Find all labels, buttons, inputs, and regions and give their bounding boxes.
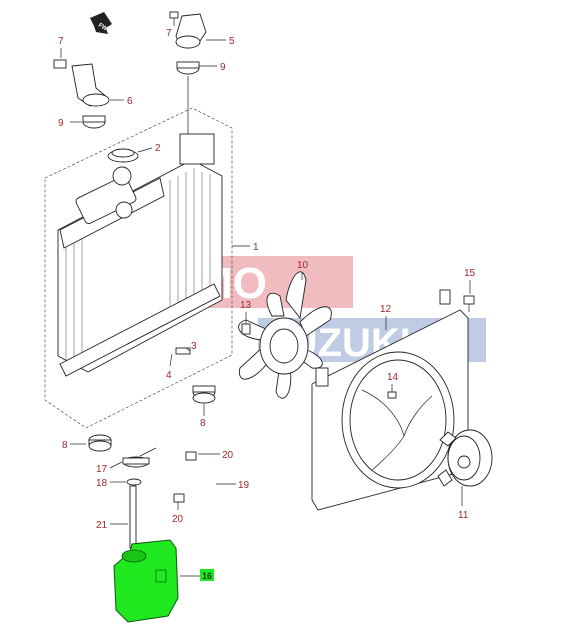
reservoir-tank: 16: [113, 539, 214, 623]
callout-14: 14: [387, 372, 399, 383]
callout-1: 1: [253, 242, 259, 253]
callout-11: 11: [458, 510, 469, 521]
callout-20-bottom: 20: [172, 514, 184, 525]
callout-19: 19: [238, 480, 250, 491]
lower-grommet-right: 8: [192, 385, 216, 429]
upper-bracket-right: 7 5 9: [166, 11, 235, 134]
fwd-arrow-icon: FWD: [90, 12, 112, 35]
callout-7-left: 7: [58, 36, 64, 47]
callout-16: 16: [202, 571, 212, 581]
callout-5: 5: [229, 36, 235, 47]
drain-plug: 3 4: [166, 341, 197, 381]
callout-7-right: 7: [166, 28, 172, 39]
callout-8-left: 8: [62, 440, 68, 451]
reservoir-cap: 17 18 21: [96, 447, 157, 549]
bolt-14: 14: [387, 372, 399, 399]
callout-8-right: 8: [200, 418, 206, 429]
fan-motor: 11: [437, 429, 493, 521]
callout-9-right: 9: [220, 62, 226, 73]
callout-21: 21: [96, 520, 108, 531]
callout-17: 17: [96, 464, 108, 475]
callout-13: 13: [240, 300, 252, 311]
bolt-15: 15: [463, 268, 476, 312]
callout-4: 4: [166, 370, 172, 381]
upper-bracket-left: 7 6 9: [53, 36, 133, 129]
callout-12: 12: [380, 304, 392, 315]
overflow-hose: 20 19 20: [172, 450, 250, 525]
callout-20-top: 20: [222, 450, 234, 461]
callout-6: 6: [127, 96, 133, 107]
callout-10: 10: [297, 260, 309, 271]
radiator: [44, 107, 233, 429]
callout-9-left: 9: [58, 118, 64, 129]
lower-grommet-left: 8: [62, 434, 112, 452]
callout-15: 15: [464, 268, 476, 279]
clip: 13: [240, 300, 252, 335]
callout-3: 3: [191, 341, 197, 352]
callout-2: 2: [155, 143, 161, 154]
callout-18: 18: [96, 478, 108, 489]
radiator-cap: 2: [107, 143, 161, 163]
fan-shroud: 12: [311, 289, 469, 511]
